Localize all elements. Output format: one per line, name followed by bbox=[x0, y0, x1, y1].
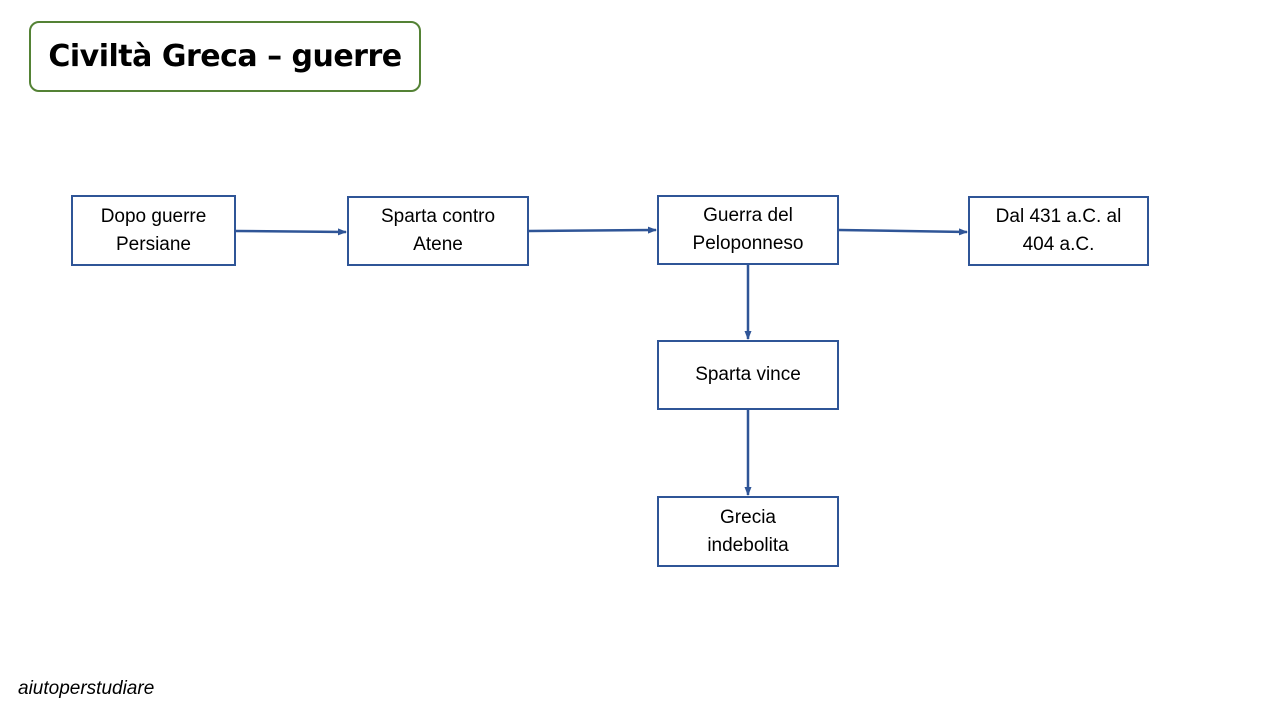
node-label-line: Peloponneso bbox=[692, 233, 804, 254]
node-label-line: Persiane bbox=[116, 233, 191, 255]
node-label: Sparta contro Atene bbox=[349, 203, 527, 259]
node-label-line: Grecia bbox=[720, 506, 776, 528]
arrow-guerra-to-dal bbox=[838, 228, 968, 236]
node-label-line: Dopo guerre bbox=[100, 205, 207, 227]
node-sparta-vince: Sparta vince bbox=[657, 340, 839, 410]
node-label-line: Sparta contro bbox=[380, 206, 496, 227]
node-label-line: 404 a.C. bbox=[1022, 234, 1095, 255]
node-label-line: Atene bbox=[413, 234, 463, 255]
node-label-line: Sparta vince bbox=[695, 364, 801, 385]
node-label-line: indebolita bbox=[707, 534, 789, 556]
node-label: Dopo guerre Persiane bbox=[73, 203, 234, 259]
node-grecia-indebolita: Grecia indebolita bbox=[657, 496, 839, 567]
arrow-dopo-to-sparta bbox=[235, 228, 347, 236]
node-label-line: Dal 431 a.C. al bbox=[995, 206, 1122, 227]
node-label: Guerra del Peloponneso bbox=[659, 202, 837, 258]
title-box: Civiltà Greca – guerre bbox=[29, 21, 421, 92]
node-label: Grecia indebolita bbox=[659, 504, 837, 560]
node-label: Sparta vince bbox=[659, 361, 837, 389]
node-label: Dal 431 a.C. al 404 a.C. bbox=[970, 203, 1147, 259]
arrow-sparta-to-guerra bbox=[528, 226, 657, 234]
footer-watermark: aiutoperstudiare bbox=[18, 678, 155, 699]
node-label-line: Guerra del bbox=[703, 205, 793, 226]
node-sparta-contro-atene: Sparta contro Atene bbox=[347, 196, 529, 266]
node-dal-431-al-404: Dal 431 a.C. al 404 a.C. bbox=[968, 196, 1149, 266]
page-title: Civiltà Greca – guerre bbox=[48, 39, 402, 74]
node-guerra-del-peloponneso: Guerra del Peloponneso bbox=[657, 195, 839, 265]
node-dopo-guerre-persiane: Dopo guerre Persiane bbox=[71, 195, 236, 266]
